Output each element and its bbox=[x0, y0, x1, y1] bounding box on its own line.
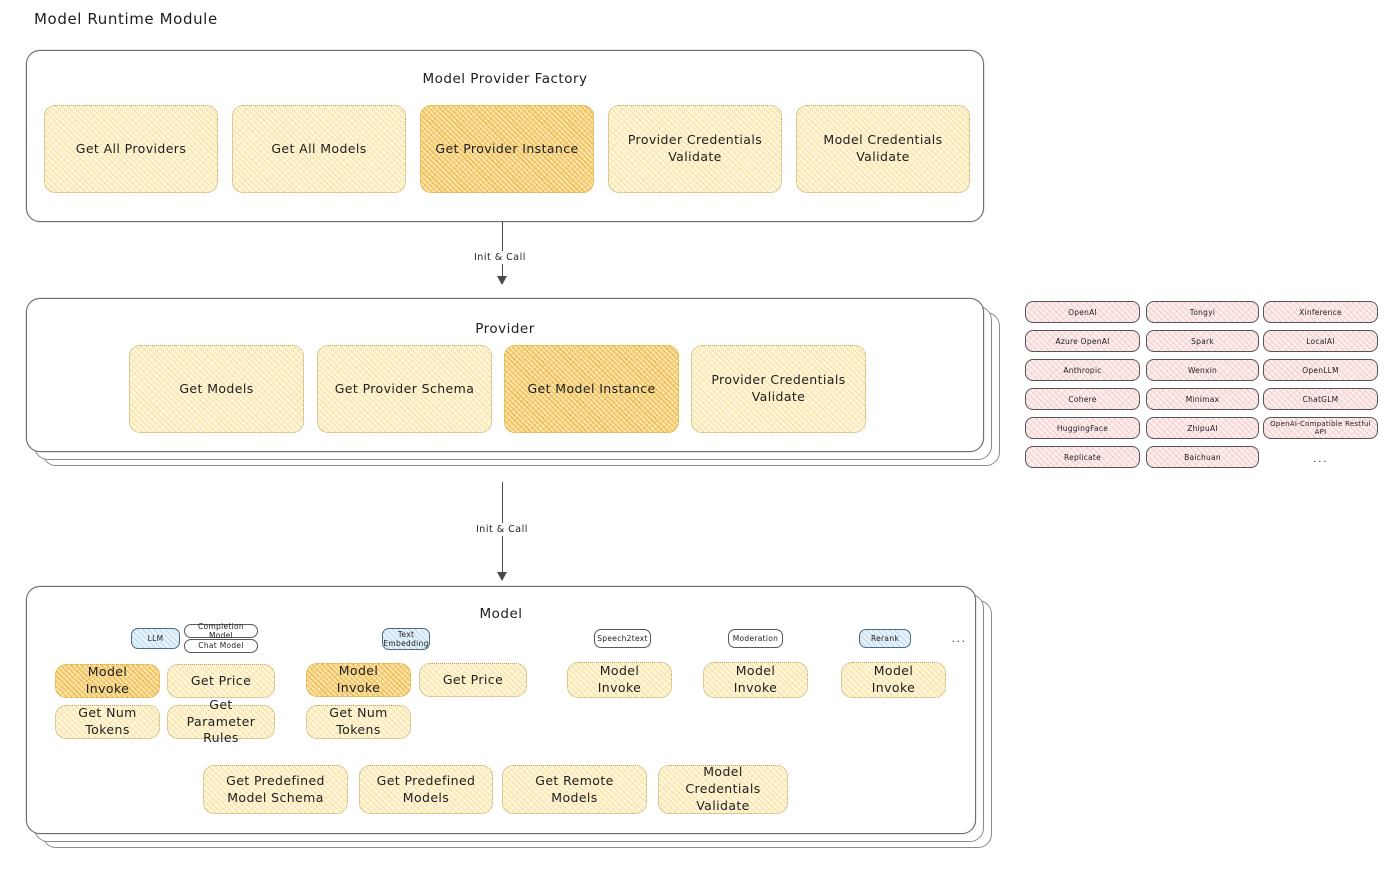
provider-chip-tongyi[interactable]: Tongyi bbox=[1146, 301, 1259, 323]
text-embedding-method-get-price[interactable]: Get Price bbox=[419, 663, 527, 697]
arrow-provider-to-model-label: Init & Call bbox=[472, 523, 532, 536]
arrow-provider-to-model-head bbox=[497, 572, 507, 581]
provider-method-get-provider-schema[interactable]: Get Provider Schema bbox=[317, 345, 492, 433]
provider-chip-wenxin[interactable]: Wenxin bbox=[1146, 359, 1259, 381]
provider-chip-huggingface[interactable]: HuggingFace bbox=[1025, 417, 1140, 439]
llm-method-get-parameter-rules[interactable]: Get Parameter Rules bbox=[167, 697, 275, 745]
model-type-chip-rerank[interactable]: Rerank bbox=[859, 629, 911, 648]
model-subchip-completion-model[interactable]: Completion Model bbox=[184, 622, 258, 640]
provider-chip-openllm[interactable]: OpenLLM bbox=[1263, 359, 1378, 381]
llm-method-model-invoke[interactable]: Model Invoke bbox=[55, 664, 160, 698]
provider-chip-openai-compatible-restful-api[interactable]: OpenAI-Compatible Restful API bbox=[1263, 417, 1378, 439]
rerank-method-model-invoke[interactable]: Model Invoke bbox=[841, 662, 946, 698]
text-embedding-method-get-num-tokens[interactable]: Get Num Tokens bbox=[306, 705, 411, 739]
model-type-chip-llm[interactable]: LLM bbox=[131, 628, 180, 649]
model-method-get-predefined-model-schema[interactable]: Get Predefined Model Schema bbox=[203, 765, 348, 814]
provider-chip-zhipuai[interactable]: ZhipuAI bbox=[1146, 417, 1259, 439]
model-type-chip-moderation[interactable]: Moderation bbox=[728, 629, 783, 648]
model-title: Model bbox=[479, 606, 523, 622]
factory-method-provider-credentials-validate[interactable]: Provider Credentials Validate bbox=[608, 105, 782, 193]
factory-method-get-provider-instance[interactable]: Get Provider Instance bbox=[420, 105, 594, 193]
provider-chip-cohere[interactable]: Cohere bbox=[1025, 388, 1140, 410]
speech2text-method-model-invoke[interactable]: Model Invoke bbox=[567, 662, 672, 698]
provider-method-get-models[interactable]: Get Models bbox=[129, 345, 304, 433]
llm-method-get-price[interactable]: Get Price bbox=[167, 664, 275, 698]
provider-chip-baichuan[interactable]: Baichuan bbox=[1146, 446, 1259, 468]
model-type-chip-speech2text[interactable]: Speech2text bbox=[594, 629, 651, 648]
model-method-get-remote-models[interactable]: Get Remote Models bbox=[502, 765, 647, 814]
provider-chip-spark[interactable]: Spark bbox=[1146, 330, 1259, 352]
provider-chip-azure-openai[interactable]: Azure OpenAI bbox=[1025, 330, 1140, 352]
arrow-factory-to-provider-label: Init & Call bbox=[470, 251, 530, 264]
provider-chip-openai[interactable]: OpenAI bbox=[1025, 301, 1140, 323]
model-method-model-credentials-validate[interactable]: Model Credentials Validate bbox=[658, 764, 788, 814]
provider-chip-xinference[interactable]: Xinference bbox=[1263, 301, 1378, 323]
model-types-more-ellipsis: ... bbox=[951, 632, 967, 645]
provider-chip-replicate[interactable]: Replicate bbox=[1025, 446, 1140, 468]
model-type-chip-text-embedding[interactable]: Text Embedding bbox=[382, 628, 430, 650]
provider-chip-localai[interactable]: LocalAI bbox=[1263, 330, 1378, 352]
provider-chip-chatglm[interactable]: ChatGLM bbox=[1263, 388, 1378, 410]
provider-list-more-ellipsis: ... bbox=[1313, 452, 1328, 465]
provider-title: Provider bbox=[475, 321, 535, 337]
moderation-method-model-invoke[interactable]: Model Invoke bbox=[703, 662, 808, 698]
page-title: Model Runtime Module bbox=[34, 10, 218, 28]
factory-method-model-credentials-validate[interactable]: Model Credentials Validate bbox=[796, 105, 970, 193]
llm-method-get-num-tokens[interactable]: Get Num Tokens bbox=[55, 705, 160, 739]
text-embedding-method-model-invoke[interactable]: Model Invoke bbox=[306, 663, 411, 697]
provider-method-provider-credentials-validate[interactable]: Provider Credentials Validate bbox=[691, 345, 866, 433]
factory-method-get-all-models[interactable]: Get All Models bbox=[232, 105, 406, 193]
model-provider-factory-title: Model Provider Factory bbox=[422, 71, 588, 87]
model-method-get-predefined-models[interactable]: Get Predefined Models bbox=[359, 765, 493, 814]
arrow-factory-to-provider-head bbox=[497, 276, 507, 285]
provider-method-get-model-instance[interactable]: Get Model Instance bbox=[504, 345, 679, 433]
factory-method-get-all-providers[interactable]: Get All Providers bbox=[44, 105, 218, 193]
model-subchip-chat-model[interactable]: Chat Model bbox=[184, 639, 258, 653]
provider-chip-minimax[interactable]: Minimax bbox=[1146, 388, 1259, 410]
provider-chip-anthropic[interactable]: Anthropic bbox=[1025, 359, 1140, 381]
